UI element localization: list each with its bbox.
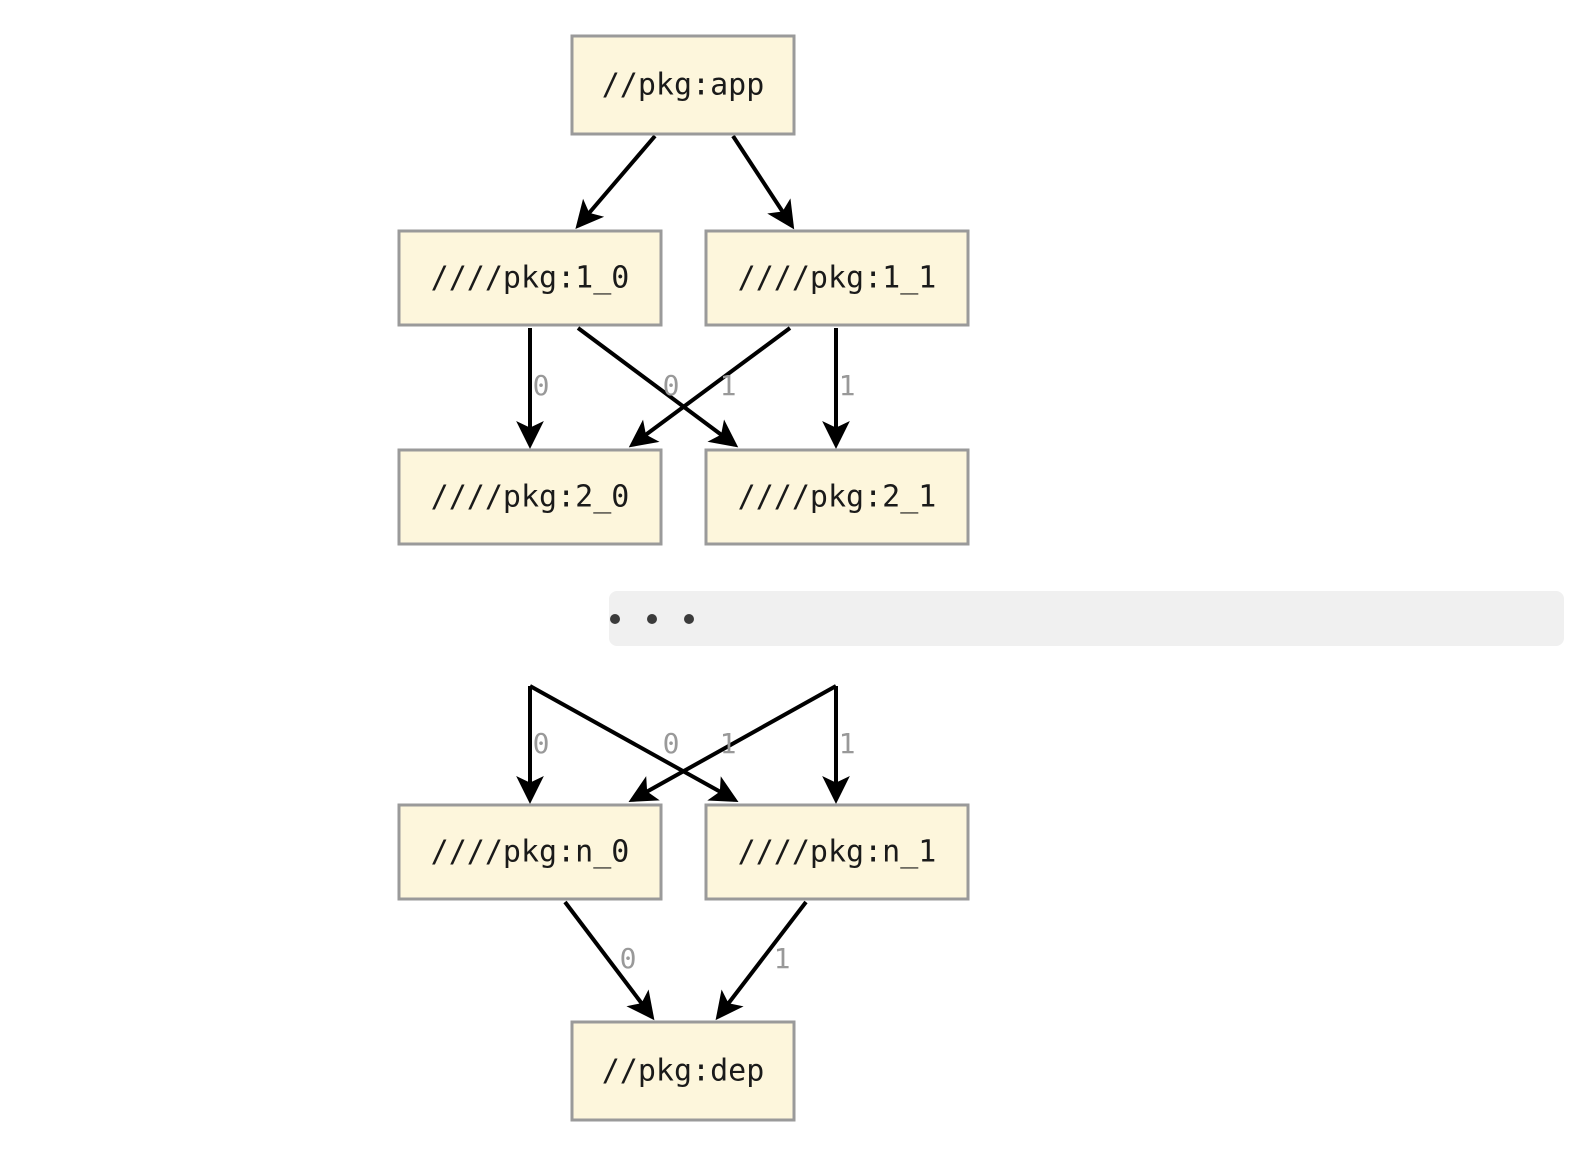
ellipsis-dot: [610, 614, 620, 624]
node-label-n1_1: ////pkg:1_1: [738, 261, 937, 296]
node-label-n2_0: ////pkg:2_0: [431, 480, 630, 515]
edge-mid-to-n_1: [529, 684, 739, 802]
node-label-nn_1: ////pkg:n_1: [738, 835, 937, 870]
edge-label-1_0-to-2_0: 0: [533, 369, 550, 402]
edge-label-n_0-to-dep: 0: [620, 942, 637, 975]
node-dep[interactable]: //pkg:dep: [570, 1020, 796, 1122]
edge-app-to-1_0: [575, 134, 657, 230]
edge-label-mid-to-n_1b: 1: [839, 727, 856, 760]
node-box-nn_1[interactable]: [704, 803, 970, 901]
nodes-layer: //pkg:app ////pkg:1_0 ////pkg:1_1 ////pkg:2…: [397, 34, 970, 1122]
edge-label-mid-to-n_0b: 1: [720, 727, 737, 760]
node-nn_0[interactable]: ////pkg:n_0: [397, 803, 663, 901]
node-box-n1_0[interactable]: [397, 229, 663, 327]
edge-mid-to-n_0b: [628, 684, 837, 802]
edge-n_1-to-dep: [715, 900, 808, 1021]
node-n2_1[interactable]: ////pkg:2_1: [704, 448, 970, 546]
edge-app-to-1_1: [731, 134, 795, 230]
ellipsis-dot: [684, 614, 694, 624]
node-label-dep: //pkg:dep: [602, 1054, 765, 1089]
node-box-n2_0[interactable]: [397, 448, 663, 546]
node-n2_0[interactable]: ////pkg:2_0: [397, 448, 663, 546]
edge-1_1-to-2_0: [628, 326, 792, 448]
edge-label-mid-to-n_1: 0: [663, 727, 680, 760]
edge-label-1_1-to-2_0: 1: [720, 369, 737, 402]
node-box-app[interactable]: [570, 34, 796, 136]
node-label-nn_0: ////pkg:n_0: [431, 835, 630, 870]
ellipsis-band-rect: [609, 591, 1564, 646]
node-label-app: //pkg:app: [602, 68, 765, 103]
edge-1_0-to-2_1: [576, 326, 739, 448]
ellipsis-band: [609, 591, 1564, 646]
node-n1_1[interactable]: ////pkg:1_1: [704, 229, 970, 327]
edge-n_0-to-dep: [563, 900, 655, 1021]
ellipsis-dot: [647, 614, 657, 624]
node-label-n2_1: ////pkg:2_1: [738, 480, 937, 515]
edge-label-1_0-to-2_1: 0: [663, 369, 680, 402]
node-box-n2_1[interactable]: [704, 448, 970, 546]
node-n1_0[interactable]: ////pkg:1_0: [397, 229, 663, 327]
node-box-n1_1[interactable]: [704, 229, 970, 327]
edge-label-1_1-to-2_1: 1: [839, 369, 856, 402]
edges-layer: 0 0 1 1 0 0 1 1 0 1: [516, 134, 856, 1021]
edge-label-n_1-to-dep: 1: [774, 942, 791, 975]
node-box-dep[interactable]: [570, 1020, 796, 1122]
node-app[interactable]: //pkg:app: [570, 34, 796, 136]
node-nn_1[interactable]: ////pkg:n_1: [704, 803, 970, 901]
node-box-nn_0[interactable]: [397, 803, 663, 901]
edge-label-mid-to-n_0: 0: [533, 727, 550, 760]
node-label-n1_0: ////pkg:1_0: [431, 261, 630, 296]
